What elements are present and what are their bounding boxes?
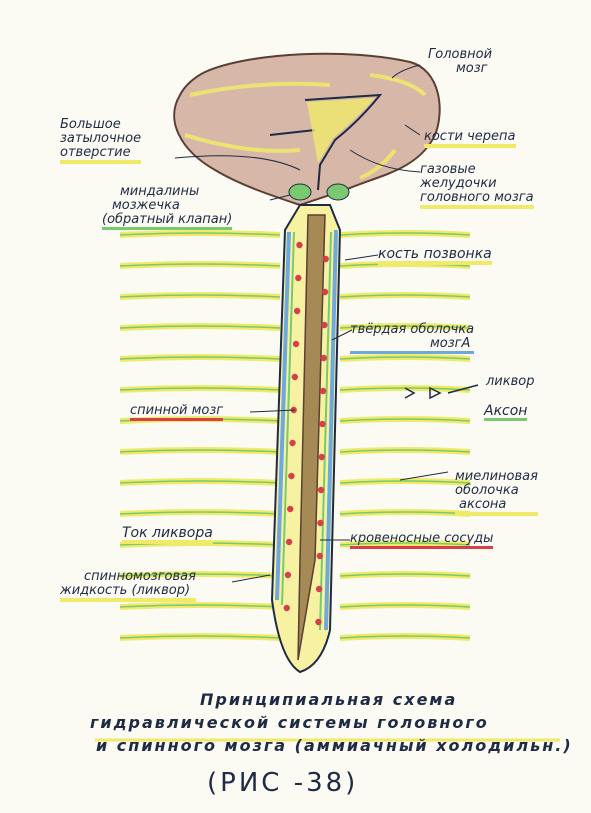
axon-line: [339, 542, 471, 546]
liquor-arrow-icon: [404, 384, 479, 400]
axon-line: [339, 635, 471, 639]
spinal-cord: [297, 214, 326, 661]
blood-vessel-dot: [287, 505, 294, 513]
brain-shape: [173, 52, 441, 207]
cerebellar-tonsil-right: [326, 183, 350, 201]
leader-lines: [174, 64, 449, 583]
dura-blue-left: [275, 231, 291, 601]
axon-line: [119, 573, 281, 577]
axon-line: [119, 294, 281, 298]
diagram-title: Принципиальная схема гидравлической сист…: [90, 690, 573, 755]
blood-vessel-dot: [317, 519, 324, 527]
axon-line: [339, 573, 471, 577]
blood-vessel-dot: [317, 486, 325, 494]
figure-caption: (РИС -38): [207, 768, 359, 798]
blood-vessel-dot: [293, 307, 301, 315]
blood-vessel-dot: [291, 373, 299, 381]
dura-blue-right: [324, 229, 338, 631]
label-vertebra: кость позвонка: [378, 247, 492, 265]
axon-line: [119, 356, 281, 360]
blood-vessel-dot: [321, 321, 328, 329]
dura-green-right: [319, 231, 332, 631]
axon-line: [339, 449, 471, 453]
axon-line: [119, 387, 281, 391]
axon-line: [119, 511, 281, 515]
axon-line: [119, 263, 281, 267]
label-axon: Аксон: [484, 403, 528, 421]
blood-vessel-dot: [316, 552, 323, 560]
axon-line: [339, 604, 471, 608]
blood-vessel-dot: [320, 354, 327, 362]
axon-line: [339, 356, 471, 360]
axon-line: [119, 449, 281, 453]
blood-vessel-dot: [292, 340, 300, 348]
blood-vessel-dot: [283, 604, 290, 612]
blood-vessel-dot: [289, 439, 296, 447]
axon-line: [119, 604, 281, 608]
blood-vessel-dot: [285, 538, 293, 546]
blood-vessel-dot: [318, 453, 325, 461]
axon-line: [119, 232, 281, 236]
label-spinal-cord: спинной мозг: [130, 404, 224, 421]
blood-vessel-dot: [284, 571, 292, 579]
label-csf-flow: Ток ликвора: [122, 526, 213, 544]
axon-line: [339, 294, 471, 298]
blood-vessel-dot: [315, 585, 323, 593]
label-liquor: ликвор: [486, 374, 535, 389]
axon-line: [119, 325, 281, 329]
blood-vessel-dot: [319, 387, 327, 395]
blood-vessel-dot: [321, 288, 329, 296]
axon-line: [119, 480, 281, 484]
brain-fluid-strokes: [184, 73, 427, 180]
axon-line: [339, 325, 471, 329]
blood-vessel-dot: [296, 241, 303, 249]
blood-vessel-dot: [295, 274, 302, 282]
blood-vessel-dot: [319, 420, 326, 428]
cerebellar-tonsil-left: [288, 183, 312, 201]
axon-line: [339, 480, 471, 484]
brain-ventricles: [269, 93, 383, 191]
axon-line: [339, 232, 471, 236]
axon-line: [339, 418, 471, 422]
blood-vessel-dot: [322, 255, 329, 263]
dura-green-left: [281, 231, 295, 606]
blood-vessel-dot: [315, 618, 322, 626]
ventricle-fill: [307, 98, 375, 163]
blood-vessel-dot: [288, 472, 295, 480]
axon-line: [119, 635, 281, 639]
label-vessels: кровеносные сосуды: [350, 532, 494, 549]
label-skull: кости черепа: [424, 130, 516, 148]
blood-vessel-dots: [283, 241, 329, 626]
